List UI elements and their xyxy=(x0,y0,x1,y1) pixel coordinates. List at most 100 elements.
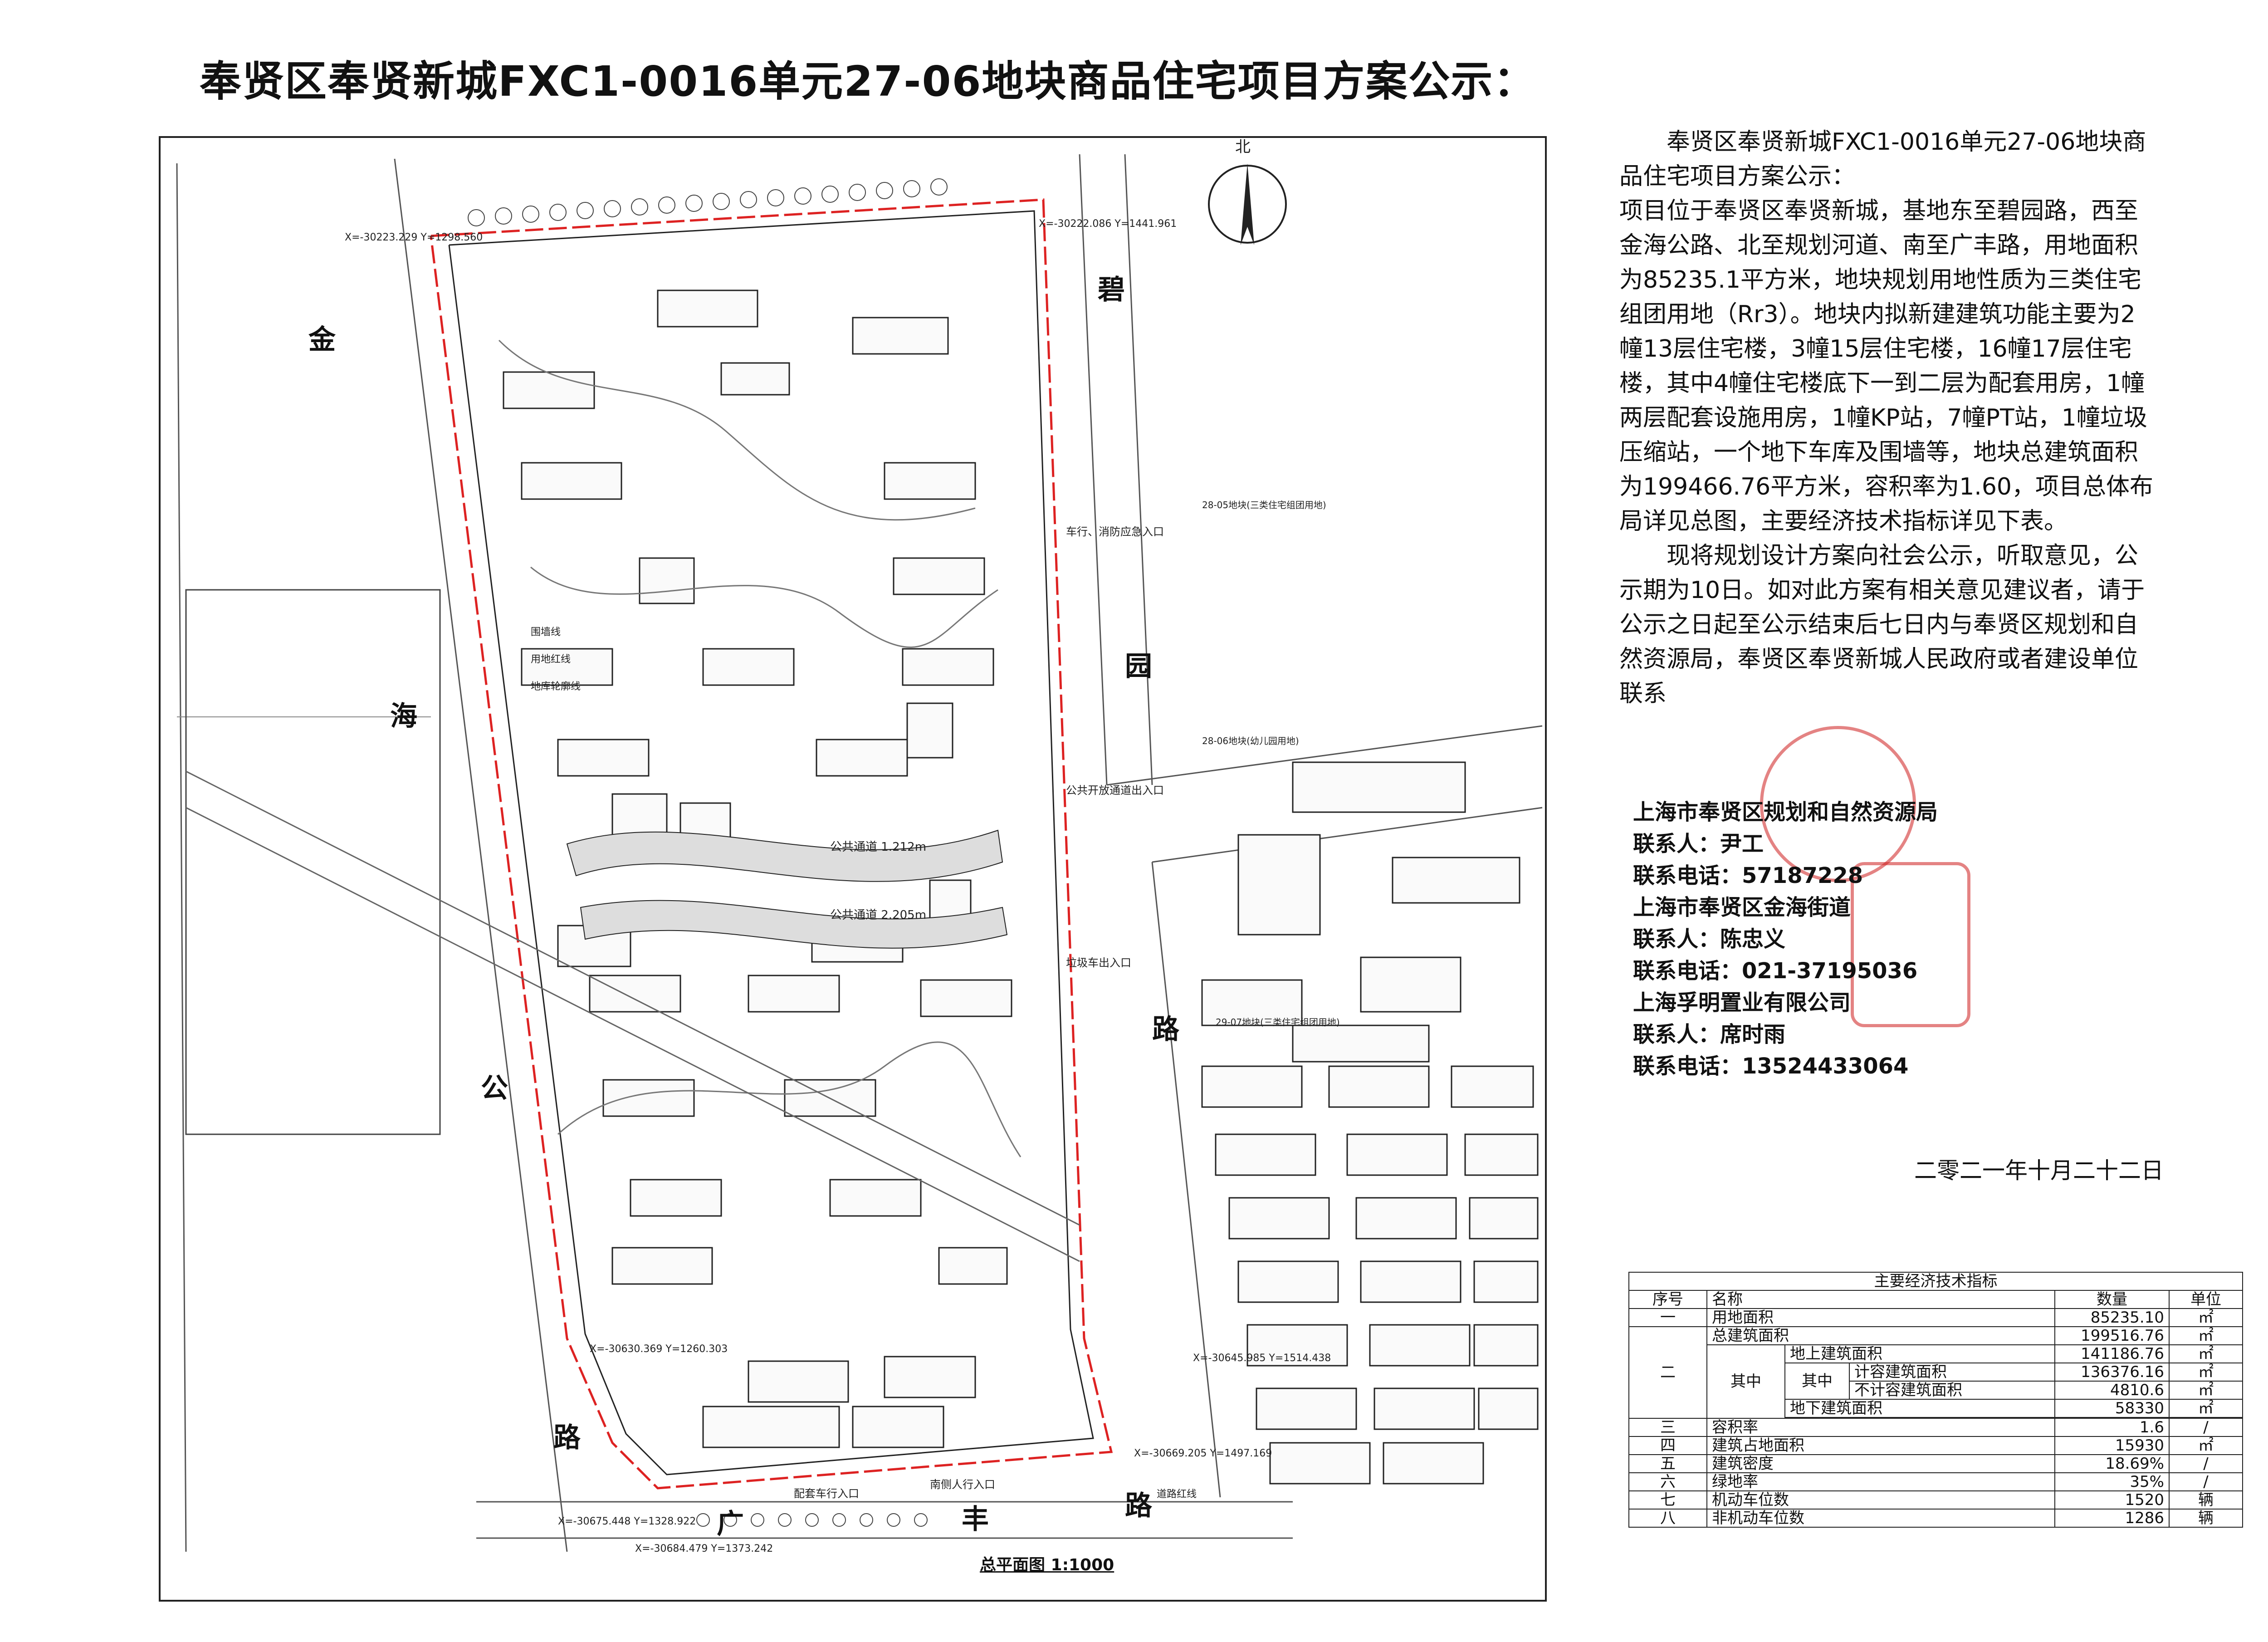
table-title: 主要经济技术指标 xyxy=(1628,1272,2243,1291)
south-walk-entrance-label: 南侧人行入口 xyxy=(930,1478,995,1491)
row-name: 建筑密度 xyxy=(1706,1454,2055,1473)
coord-e1: X=-30645.985 Y=1514.438 xyxy=(1193,1353,1331,1364)
row-qty: 18.69% xyxy=(2054,1454,2170,1473)
contact-person-2: 联系人：陈忠义 xyxy=(1633,926,1786,952)
description-notice: 现将规划设计方案向社会公示，听取意见，公示期为10日。如对此方案有相关意见建议者… xyxy=(1619,542,2145,707)
table-header-row: 序号 名称 数量 单位 xyxy=(1628,1290,2243,1309)
north-label: 北 xyxy=(1235,138,1251,156)
road-line-label: 道路红线 xyxy=(1157,1489,1197,1500)
row-unit: ㎡ xyxy=(2169,1363,2243,1382)
official-seal xyxy=(1760,726,1916,882)
row-name: 地上建筑面积 xyxy=(1784,1344,2055,1363)
table-row: 一 用地面积 85235.10 ㎡ xyxy=(1628,1308,2243,1327)
row-qty: 141186.76 xyxy=(2054,1344,2170,1363)
trash-entrance-label: 垃圾车出入口 xyxy=(1066,956,1131,969)
table-row: 五 建筑密度 18.69% / xyxy=(1628,1454,2243,1473)
economic-indicators-table: 主要经济技术指标 序号 名称 数量 单位 一 用地面积 85235.10 ㎡ 二… xyxy=(1628,1272,2243,1528)
row-name: 绿地率 xyxy=(1706,1472,2055,1491)
row-qty: 4810.6 xyxy=(2054,1381,2170,1400)
row-unit: ㎡ xyxy=(2169,1308,2243,1327)
row-name: 计容建筑面积 xyxy=(1849,1363,2055,1382)
road-south-char-1: 广 xyxy=(717,1508,744,1540)
row-no: 一 xyxy=(1628,1308,1707,1327)
plot-2806-label: 28-06地块(幼儿园用地) xyxy=(1202,735,1299,746)
row-group-label: 其中 xyxy=(1706,1344,1785,1419)
table-row: 二 总建筑面积 199516.76 ㎡ xyxy=(1628,1326,2243,1419)
plan-caption: 总平面图 1:1000 xyxy=(980,1556,1114,1574)
row-subgroup-label: 其中 xyxy=(1784,1363,1850,1400)
table-row: 四 建筑占地面积 15930 ㎡ xyxy=(1628,1436,2243,1455)
row-unit: ㎡ xyxy=(2169,1381,2243,1400)
row-name: 用地面积 xyxy=(1706,1308,2055,1327)
row-unit: ㎡ xyxy=(2169,1344,2243,1363)
road-east-char-1: 碧 xyxy=(1098,274,1125,306)
row-no: 八 xyxy=(1628,1509,1707,1528)
fence-label: 围墙线 xyxy=(531,627,561,638)
contact-phone-3: 联系电话：13524433064 xyxy=(1633,1054,1909,1079)
road-west-char-4: 路 xyxy=(553,1422,581,1454)
row-qty: 1520 xyxy=(2054,1490,2170,1510)
land-line-label: 用地红线 xyxy=(531,654,571,665)
row-unit: / xyxy=(2169,1454,2243,1473)
table-row: 八 非机动车位数 1286 辆 xyxy=(1628,1509,2243,1528)
row-name: 不计容建筑面积 xyxy=(1849,1381,2055,1400)
coord-ne: X=-30222.086 Y=1441.961 xyxy=(1039,218,1177,230)
row-no: 二 xyxy=(1628,1326,1707,1419)
row-qty: 136376.16 xyxy=(2054,1363,2170,1382)
row-name: 机动车位数 xyxy=(1706,1490,2055,1510)
table-row: 其中 地上建筑面积 141186.76 ㎡ xyxy=(1629,1344,2243,1419)
coord-sw: X=-30675.448 Y=1328.922 xyxy=(558,1516,696,1527)
coord-s: X=-30684.479 Y=1373.242 xyxy=(635,1543,773,1554)
road-east-char-2: 园 xyxy=(1125,651,1152,682)
north-arrow-icon xyxy=(1208,163,1287,245)
contact-phone-1: 联系电话：57187228 xyxy=(1633,863,1863,888)
row-name: 地下建筑面积 xyxy=(1784,1399,2055,1418)
contact-org-1: 上海市奉贤区规划和自然资源局 xyxy=(1633,799,1938,825)
road-west-char-3: 公 xyxy=(481,1073,508,1104)
contact-org-2: 上海市奉贤区金海街道 xyxy=(1633,895,1851,920)
contact-person-3: 联系人：席时雨 xyxy=(1633,1022,1786,1047)
contact-phone-2: 联系电话：021-37195036 xyxy=(1633,958,1918,984)
road-west-char-1: 金 xyxy=(308,324,336,356)
description-heading: 奉贤区奉贤新城FXC1-0016单元27-06地块商品住宅项目方案公示： xyxy=(1619,128,2146,190)
table-row: 地下建筑面积 58330 ㎡ xyxy=(1629,1399,2243,1418)
header-unit: 单位 xyxy=(2169,1290,2243,1309)
table-row: 不计容建筑面积 4810.6 ㎡ xyxy=(1629,1381,2243,1400)
basement-label: 地库轮廓线 xyxy=(531,681,581,692)
road-south-char-2: 丰 xyxy=(962,1504,989,1535)
row-no: 六 xyxy=(1628,1472,1707,1491)
table-row: 三 容积率 1.6 / xyxy=(1628,1418,2243,1437)
public-pass-2-label: 公共通道 2.205m xyxy=(830,908,926,922)
row-qty: 35% xyxy=(2054,1472,2170,1491)
coord-se: X=-30669.205 Y=1497.169 xyxy=(1134,1448,1272,1459)
road-west-char-2: 海 xyxy=(390,701,417,732)
row-unit: 辆 xyxy=(2169,1490,2243,1510)
row-name: 非机动车位数 xyxy=(1706,1509,2055,1528)
row-no: 四 xyxy=(1628,1436,1707,1455)
publish-date: 二零二一年十月二十二日 xyxy=(1914,1157,2164,1184)
row-no: 五 xyxy=(1628,1454,1707,1473)
row-qty: 15930 xyxy=(2054,1436,2170,1455)
row-name: 建筑占地面积 xyxy=(1706,1436,2055,1455)
row-no: 三 xyxy=(1628,1418,1707,1437)
contact-org-3: 上海孚明置业有限公司 xyxy=(1633,990,1851,1015)
row-unit: ㎡ xyxy=(2169,1399,2243,1418)
coord-nw: X=-30223.229 Y=1298.560 xyxy=(345,232,483,243)
public-pass-1-label: 公共通道 1.212m xyxy=(830,840,926,854)
row-qty: 58330 xyxy=(2054,1399,2170,1418)
row-unit: ㎡ xyxy=(2169,1326,2243,1345)
row-unit: / xyxy=(2169,1472,2243,1491)
company-seal xyxy=(1851,862,1970,1027)
row-qty: 199516.76 xyxy=(2054,1326,2170,1345)
row-unit: 辆 xyxy=(2169,1509,2243,1528)
table-row: 六 绿地率 35% / xyxy=(1628,1472,2243,1491)
fire-entrance-label: 车行、消防应急入口 xyxy=(1066,525,1164,538)
contact-person-1: 联系人：尹工 xyxy=(1633,831,1764,857)
site-plan-drawing: 北 公共通道 1.212m 公共通道 2.205m 车行、消防应急入口 公共开放… xyxy=(159,136,1547,1602)
plot-2907-label: 29-07地块(三类住宅组团用地) xyxy=(1216,1017,1340,1028)
table-row: 七 机动车位数 1520 辆 xyxy=(1628,1490,2243,1510)
support-entrance-label: 配套车行入口 xyxy=(794,1487,859,1500)
header-name: 名称 xyxy=(1706,1290,2055,1309)
header-no: 序号 xyxy=(1628,1290,1707,1309)
site-plan: 北 公共通道 1.212m 公共通道 2.205m 车行、消防应急入口 公共开放… xyxy=(159,136,1547,1602)
